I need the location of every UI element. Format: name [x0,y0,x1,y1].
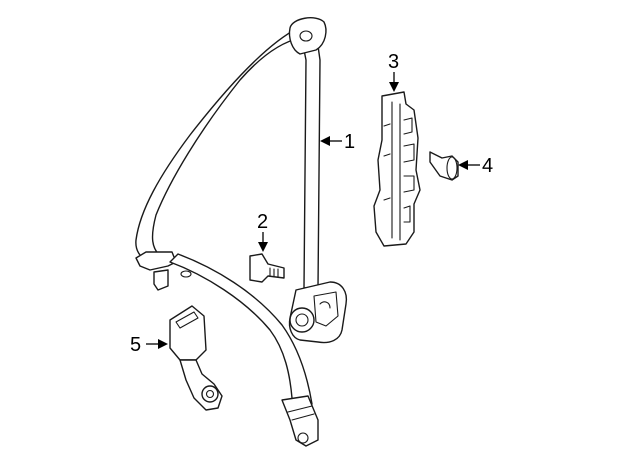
retractor-spool-hub [295,313,309,327]
d-ring-anchor [288,17,327,55]
belt-guide-loop [135,251,177,271]
floor-anchor-bolt-hole [297,432,309,444]
d-ring-bolt-hole [299,30,313,42]
callout-1: 1 [320,131,355,153]
seat-belt-retractor-assembly [135,17,348,447]
callout-2: 2 [257,211,268,252]
callout-1-label: 1 [344,131,355,153]
callout-5: 5 [130,334,168,356]
belt-webbing-upper [135,27,301,261]
belt-guide-tab [153,269,169,291]
callout-4-label: 4 [482,155,493,177]
floor-anchor-seam [287,405,315,421]
bracket-bolt [429,151,459,181]
callout-4: 4 [458,155,493,177]
callout-3: 3 [388,51,399,92]
lower-strap-rivet [180,270,192,278]
floor-anchor-plate [281,395,319,447]
retractor-spool [289,307,315,333]
callout-5-label: 5 [130,334,141,356]
retractor-housing-detail [313,291,339,327]
retractor-bolt [249,253,285,283]
height-adjuster-bracket [373,91,421,247]
callout-2-label: 2 [257,211,268,233]
belt-webbing-vertical [303,45,321,289]
seat-belt-buckle [169,305,223,411]
callout-3-label: 3 [388,51,399,73]
